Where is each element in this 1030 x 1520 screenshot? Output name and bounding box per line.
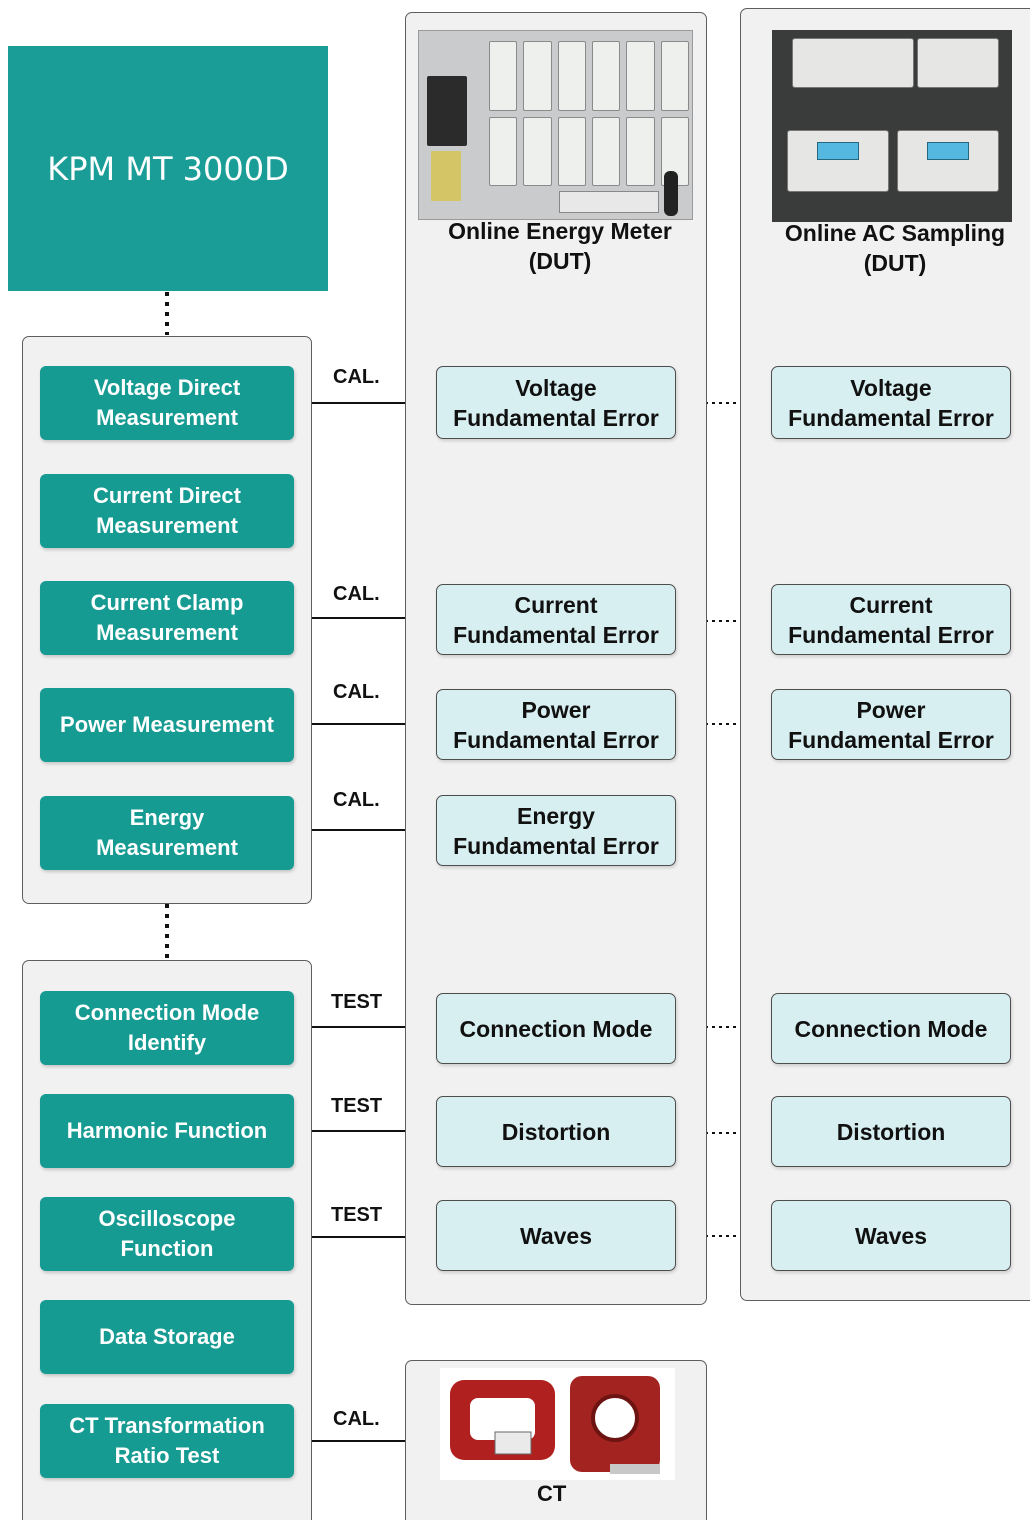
sampling-power-error: Power Fundamental Error [771,689,1011,760]
arrow-label-voltage: CAL. [333,366,380,388]
meter-current-error: Current Fundamental Error [436,584,676,655]
function-ct-ratio-test[interactable]: CT Transformation Ratio Test [40,1404,294,1478]
energy-meter-column [405,12,707,1305]
energy-meter-heading: Online Energy Meter (DUT) [448,218,672,274]
function-oscilloscope[interactable]: Oscilloscope Function [40,1197,294,1271]
arrow-label-ct: CAL. [333,1408,380,1430]
meter-energy-error: Energy Fundamental Error [436,795,676,866]
arrow-label-harmonic: TEST [331,1095,383,1117]
function-voltage-direct-measurement[interactable]: Voltage Direct Measurement [40,366,294,440]
sampling-voltage-error: Voltage Fundamental Error [771,366,1011,439]
ac-sampling-heading: Online AC Sampling (DUT) [784,220,1006,276]
function-energy-measurement[interactable]: Energy Measurement [40,796,294,870]
function-current-clamp-measurement[interactable]: Current Clamp Measurement [40,581,294,655]
meter-distortion: Distortion [436,1096,676,1167]
sampling-waves: Waves [771,1200,1011,1271]
ac-sampling-photo [772,30,1012,222]
meter-power-error: Power Fundamental Error [436,689,676,760]
meter-connection-mode: Connection Mode [436,993,676,1064]
meter-voltage-error: Voltage Fundamental Error [436,366,676,439]
arrow-label-energy: CAL. [333,789,380,811]
sampling-current-error: Current Fundamental Error [771,584,1011,655]
arrow-label-connection: TEST [331,991,383,1013]
function-current-direct-measurement[interactable]: Current Direct Measurement [40,474,294,548]
ct-photo [440,1368,675,1480]
function-harmonic[interactable]: Harmonic Function [40,1094,294,1168]
arrow-label-current: CAL. [333,583,380,605]
function-data-storage[interactable]: Data Storage [40,1300,294,1374]
function-power-measurement[interactable]: Power Measurement [40,688,294,762]
sampling-distortion: Distortion [771,1096,1011,1167]
energy-meter-photo [418,30,693,220]
ct-label: CT [537,1481,567,1506]
meter-waves: Waves [436,1200,676,1271]
arrow-label-power: CAL. [333,681,380,703]
device-title: KPM MT 3000D [8,46,328,291]
arrow-label-oscilloscope: TEST [331,1204,383,1226]
function-connection-mode-identify[interactable]: Connection Mode Identify [40,991,294,1065]
sampling-connection-mode: Connection Mode [771,993,1011,1064]
